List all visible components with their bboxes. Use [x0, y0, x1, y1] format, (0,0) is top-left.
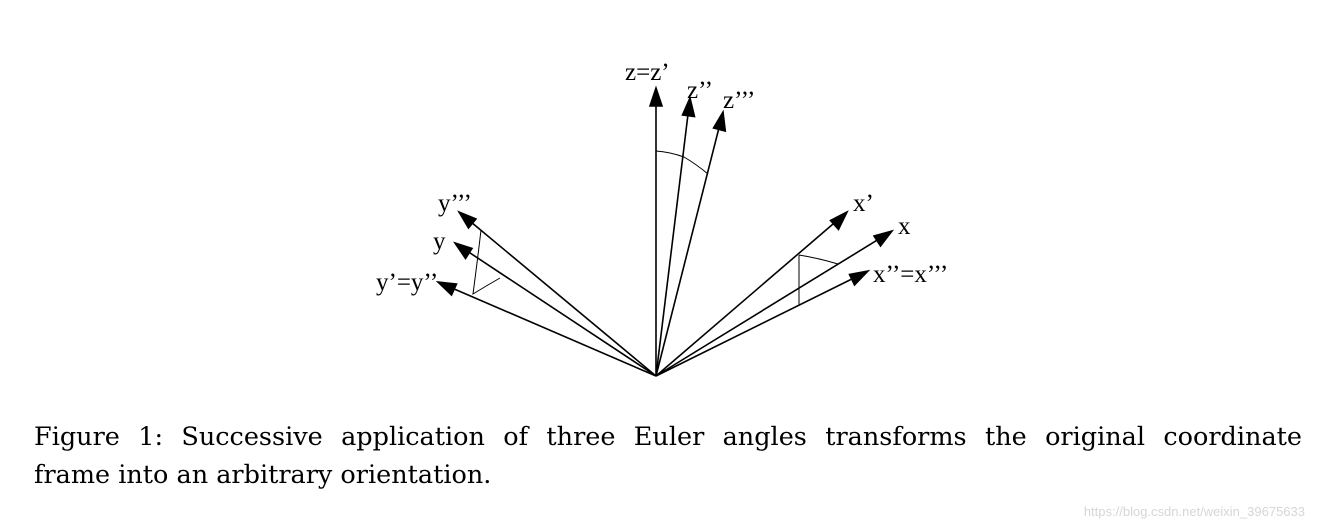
- z2-axis-arrowhead: [681, 95, 696, 118]
- axes: [435, 85, 895, 377]
- axis-labels: z=z’ z’’ z’’’ y’’’ y y’=y’’ x’ x x’’=x’’…: [376, 59, 948, 296]
- label-xp: x’: [853, 190, 874, 217]
- label-yp-eq-y2: y’=y’’: [376, 269, 438, 296]
- y-axis-arrowhead: [453, 241, 474, 260]
- label-x: x: [898, 213, 911, 240]
- y3-axis-arrowhead: [457, 210, 478, 230]
- label-z2: z’’: [687, 77, 713, 104]
- z-axis-arrowhead: [648, 85, 664, 107]
- z2-axis-arrow: [655, 97, 691, 377]
- label-y: y: [433, 228, 446, 255]
- x-axis-arrow: [655, 230, 893, 377]
- z-angle-arc: [655, 150, 709, 175]
- angle-arcs: [472, 150, 839, 305]
- z3-axis-arrow: [655, 111, 724, 377]
- label-z-eq-zp: z=z’: [625, 59, 670, 86]
- euler-angles-diagram: z=z’ z’’ z’’’ y’’’ y y’=y’’ x’ x x’’=x’’…: [376, 59, 948, 377]
- watermark-text: https://blog.csdn.net/weixin_39675633: [1083, 504, 1305, 519]
- z3-axis-arrowhead: [712, 109, 727, 133]
- label-z3: z’’’: [723, 87, 755, 114]
- xp-axis-arrowhead: [829, 210, 849, 231]
- x-angle-arc: [798, 254, 839, 305]
- label-x2-eq-x3: x’’=x’’’: [873, 261, 948, 288]
- y3-axis-arrow: [458, 211, 657, 377]
- label-y3: y’’’: [438, 190, 472, 217]
- yp-axis-arrowhead: [435, 280, 458, 297]
- figure-caption: Figure 1: Successive application of thre…: [34, 418, 1302, 494]
- caption-line-2: frame into an arbitrary orientation.: [34, 460, 492, 490]
- y-angle-arc: [472, 229, 501, 295]
- xp-axis-arrow: [655, 211, 848, 377]
- y-axis-arrow: [454, 242, 657, 377]
- x2-axis-arrowhead: [848, 269, 871, 287]
- x2-axis-arrow: [655, 270, 869, 377]
- x-axis-arrowhead: [872, 229, 895, 248]
- yp-axis-arrow: [437, 281, 657, 377]
- caption-line-1: Figure 1: Successive application of thre…: [34, 422, 1302, 452]
